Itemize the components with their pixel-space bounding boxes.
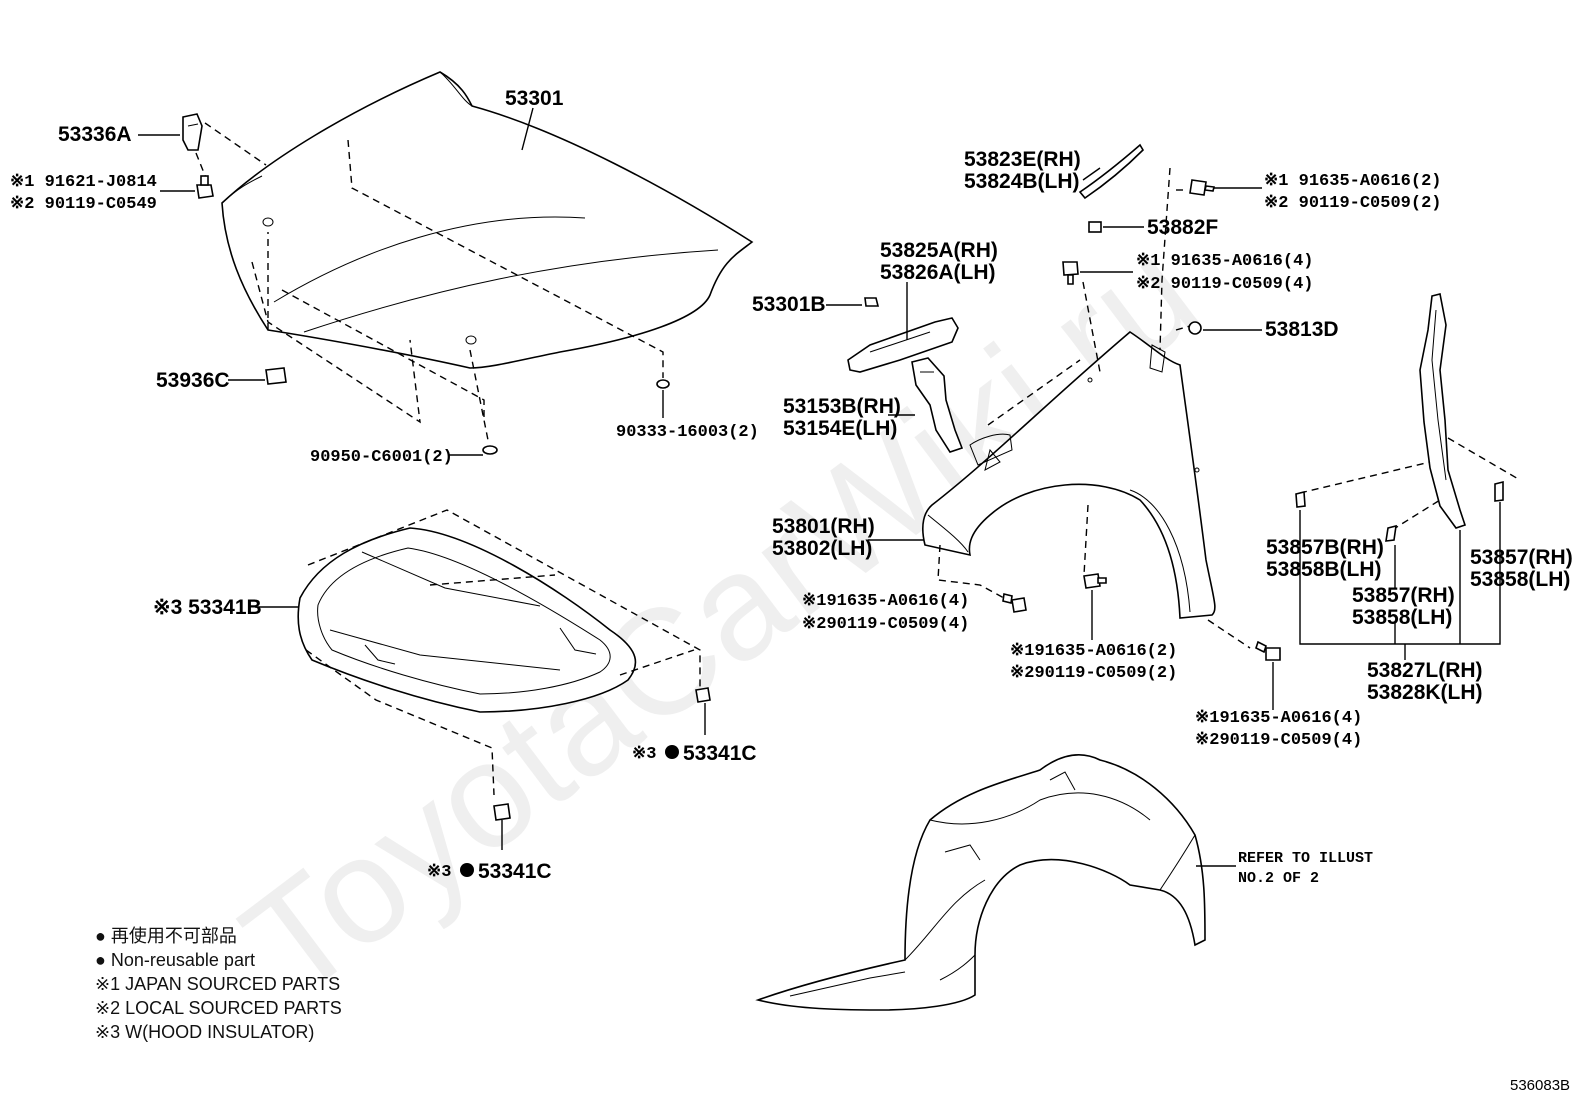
label-fender-lh: 53802(LH) bbox=[772, 537, 872, 560]
label-top-bolt-2: ※2 90119-C0509(2) bbox=[1264, 194, 1441, 213]
label-nut-53882F: 53882F bbox=[1147, 216, 1218, 239]
fender-clip-53813D bbox=[1188, 321, 1202, 335]
insulator-clip-a bbox=[695, 687, 711, 703]
legend-line-2: ● Non-reusable part bbox=[95, 950, 255, 970]
label-seal-set-rh: 53827L(RH) bbox=[1367, 659, 1483, 682]
label-plug-90950: 90950-C6001(2) bbox=[310, 448, 453, 467]
front-fender-part bbox=[922, 331, 1216, 619]
hood-plug-90950 bbox=[482, 445, 498, 455]
hood-insulator-part bbox=[297, 527, 637, 713]
hood-panel bbox=[195, 71, 754, 441]
fender-top-seal-part bbox=[1078, 143, 1145, 200]
label-rear-bolt-2: ※290119-C0509(4) bbox=[1195, 731, 1362, 750]
label-insulator: ※3 53341B bbox=[153, 596, 262, 619]
label-hood-hinge: 53336A bbox=[58, 123, 132, 146]
label-clip-53813D: 53813D bbox=[1265, 318, 1339, 341]
label-mid-bolt-2: ※2 90119-C0509(4) bbox=[1136, 275, 1313, 294]
label-top-bolt-1: ※1 91635-A0616(2) bbox=[1264, 172, 1441, 191]
pad-53857B-part bbox=[1295, 490, 1306, 508]
legend-line-3: ※1 JAPAN SOURCED PARTS bbox=[95, 974, 340, 994]
fender-side-seal-part bbox=[911, 357, 964, 453]
refer-text-line1: REFER TO ILLUST bbox=[1238, 850, 1373, 867]
fender-lower-bolt bbox=[1083, 573, 1107, 589]
hood-plug-90333 bbox=[656, 379, 670, 389]
label-side-seal-lh: 53154E(LH) bbox=[783, 417, 897, 440]
legend: ● 再使用不可部品 ● Non-reusable part ※1 JAPAN S… bbox=[95, 926, 342, 1042]
label-lower-bolt-2: ※290119-C0509(2) bbox=[1010, 664, 1177, 683]
non-reusable-mark-b bbox=[460, 863, 474, 877]
label-hinge-bolt-2: ※2 90119-C0549 bbox=[10, 195, 157, 214]
fender-nut-53882F bbox=[1088, 221, 1102, 233]
label-bracket-rh: 53825A(RH) bbox=[880, 239, 998, 262]
label-clip-b-prefix: ※3 bbox=[427, 863, 451, 882]
label-clip-a: 53341C bbox=[683, 742, 757, 765]
legend-line-4: ※2 LOCAL SOURCED PARTS bbox=[95, 998, 342, 1018]
label-rear-bolt-1: ※191635-A0616(4) bbox=[1195, 709, 1362, 728]
label-bracket-lh: 53826A(LH) bbox=[880, 261, 996, 284]
fender-mid-bolt bbox=[1062, 261, 1079, 285]
label-seal-lh: 53824B(LH) bbox=[964, 170, 1080, 193]
label-pad-right-lh: 53858(LH) bbox=[1470, 568, 1570, 591]
label-clip-a-prefix: ※3 bbox=[632, 745, 656, 764]
non-reusable-mark-a bbox=[665, 745, 679, 759]
label-seal-rh: 53823E(RH) bbox=[964, 148, 1081, 171]
label-hinge-bolt-1: ※1 91621-J0814 bbox=[10, 173, 157, 192]
pad-53857-right-part bbox=[1494, 480, 1504, 502]
pad-53857-mid-part bbox=[1385, 524, 1397, 542]
label-clip-b: 53341C bbox=[478, 860, 552, 883]
label-front-bolt-2: ※290119-C0509(4) bbox=[802, 615, 969, 634]
seal-leader bbox=[1082, 167, 1101, 181]
hood-leader bbox=[521, 107, 534, 151]
fender-liner-part bbox=[755, 754, 1206, 1011]
label-hood-cushion: 53936C bbox=[156, 369, 230, 392]
label-clip-53301B: 53301B bbox=[752, 293, 826, 316]
hood-cushion-part bbox=[265, 367, 287, 385]
fender-apron-seal-part bbox=[1419, 293, 1467, 529]
label-seal-set-lh: 53828K(LH) bbox=[1367, 681, 1483, 704]
label-plug-90333: 90333-16003(2) bbox=[616, 423, 759, 442]
insulator-clip-b bbox=[493, 803, 511, 821]
bracket-clip-53301B bbox=[864, 297, 880, 307]
label-lower-bolt-1: ※191635-A0616(2) bbox=[1010, 642, 1177, 661]
hinge-bolt-part bbox=[196, 175, 214, 199]
fender-bracket-part bbox=[847, 317, 959, 373]
fender-top-bolt bbox=[1189, 179, 1215, 196]
label-side-seal-rh: 53153B(RH) bbox=[783, 395, 901, 418]
pad-bracket-leader bbox=[1299, 502, 1501, 645]
legend-line-1: ● 再使用不可部品 bbox=[95, 926, 237, 946]
label-pad-right-rh: 53857(RH) bbox=[1470, 546, 1573, 569]
label-pad-b-lh: 53858B(LH) bbox=[1266, 558, 1382, 581]
hood-hinge-part bbox=[182, 113, 203, 151]
label-fender-rh: 53801(RH) bbox=[772, 515, 875, 538]
label-pad-b-rh: 53857B(RH) bbox=[1266, 536, 1384, 559]
label-front-bolt-1: ※191635-A0616(4) bbox=[802, 592, 969, 611]
refer-text-line2: NO.2 OF 2 bbox=[1238, 870, 1319, 887]
fender-front-bolt bbox=[1002, 593, 1027, 613]
label-pad-mid-lh: 53858(LH) bbox=[1352, 606, 1452, 629]
legend-line-5: ※3 W(HOOD INSULATOR) bbox=[95, 1022, 314, 1042]
label-pad-mid-rh: 53857(RH) bbox=[1352, 584, 1455, 607]
label-hood: 53301 bbox=[505, 87, 564, 110]
diagram-code: 536083B bbox=[1510, 1077, 1570, 1094]
label-mid-bolt-1: ※1 91635-A0616(4) bbox=[1136, 252, 1313, 271]
fender-rear-bolt bbox=[1255, 640, 1281, 661]
